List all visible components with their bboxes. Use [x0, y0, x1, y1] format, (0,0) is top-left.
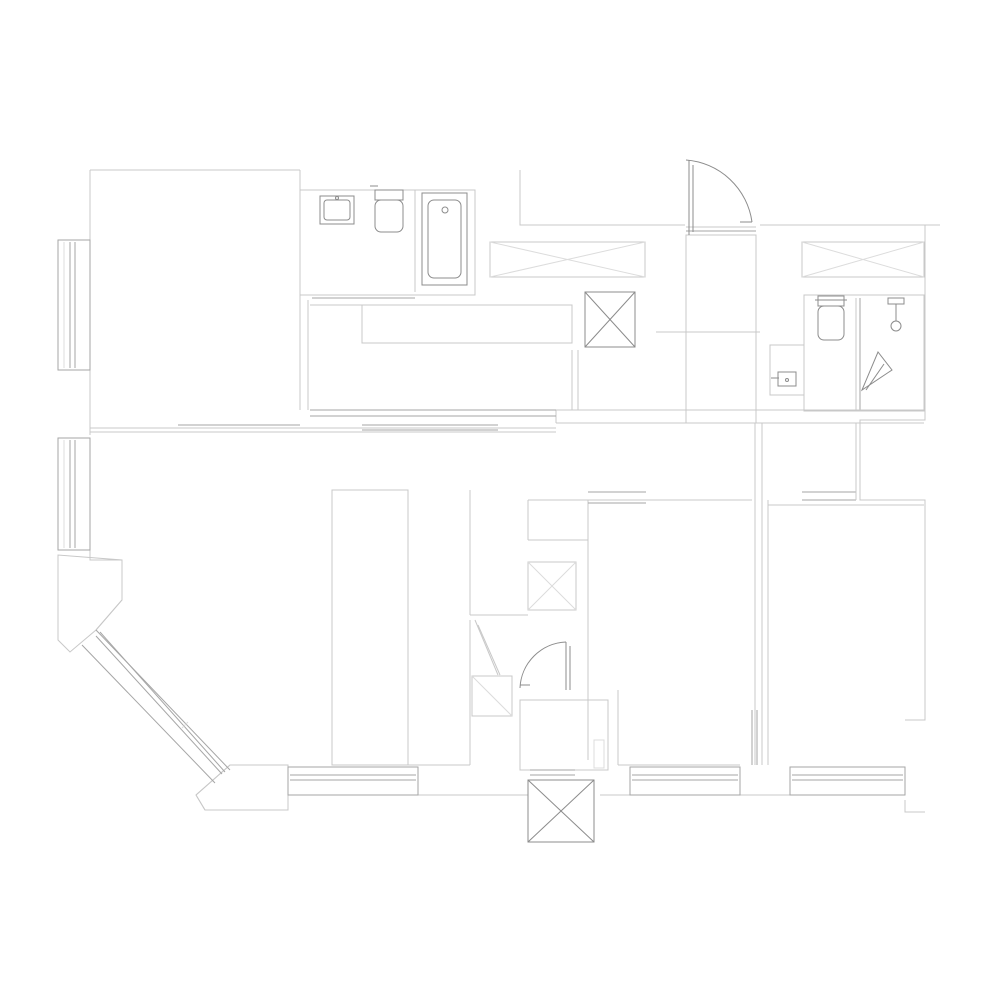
shower-door-icon: [860, 351, 893, 392]
living-room-partition: [331, 489, 409, 766]
bathtub-icon: [421, 192, 468, 286]
vent-shaft-left: [489, 241, 646, 278]
bottom-window-middle: [629, 766, 741, 796]
hallway-shelf: [310, 297, 573, 344]
toilet-icon: [370, 185, 404, 233]
entrance-door-icon: [685, 159, 753, 235]
left-window-lower: [57, 437, 91, 551]
shaft-box-upper: [584, 291, 636, 348]
interior-walls: [90, 295, 924, 433]
left-window-upper: [57, 239, 91, 371]
balcony-box: [527, 779, 595, 843]
diagonal-window: [81, 629, 231, 784]
entrance-corridor: [656, 226, 760, 424]
closet-door-icon: [519, 641, 571, 690]
shaft-box-lower: [471, 675, 513, 717]
washbasin-icon: [319, 195, 355, 225]
right-bathroom: [803, 294, 925, 412]
bay-pier-lower: [195, 764, 289, 811]
outer-walls: [89, 169, 940, 813]
toilet-icon-right: [815, 295, 847, 341]
closet: [519, 699, 609, 771]
central-hallway-walls: [408, 423, 924, 766]
upper-bathroom: [299, 189, 476, 296]
small-wc: [769, 344, 805, 396]
shaft-box-middle: [527, 561, 577, 611]
bottom-window-left: [287, 766, 419, 796]
hallway-door-swing: [474, 619, 501, 676]
bottom-window-right: [789, 766, 906, 796]
exterior-wall-outline: [89, 169, 940, 813]
shower-icon: [887, 297, 905, 332]
vent-shaft-right: [801, 241, 925, 278]
balcony-door-frames: [530, 710, 758, 776]
bay-pier-upper: [57, 554, 123, 653]
